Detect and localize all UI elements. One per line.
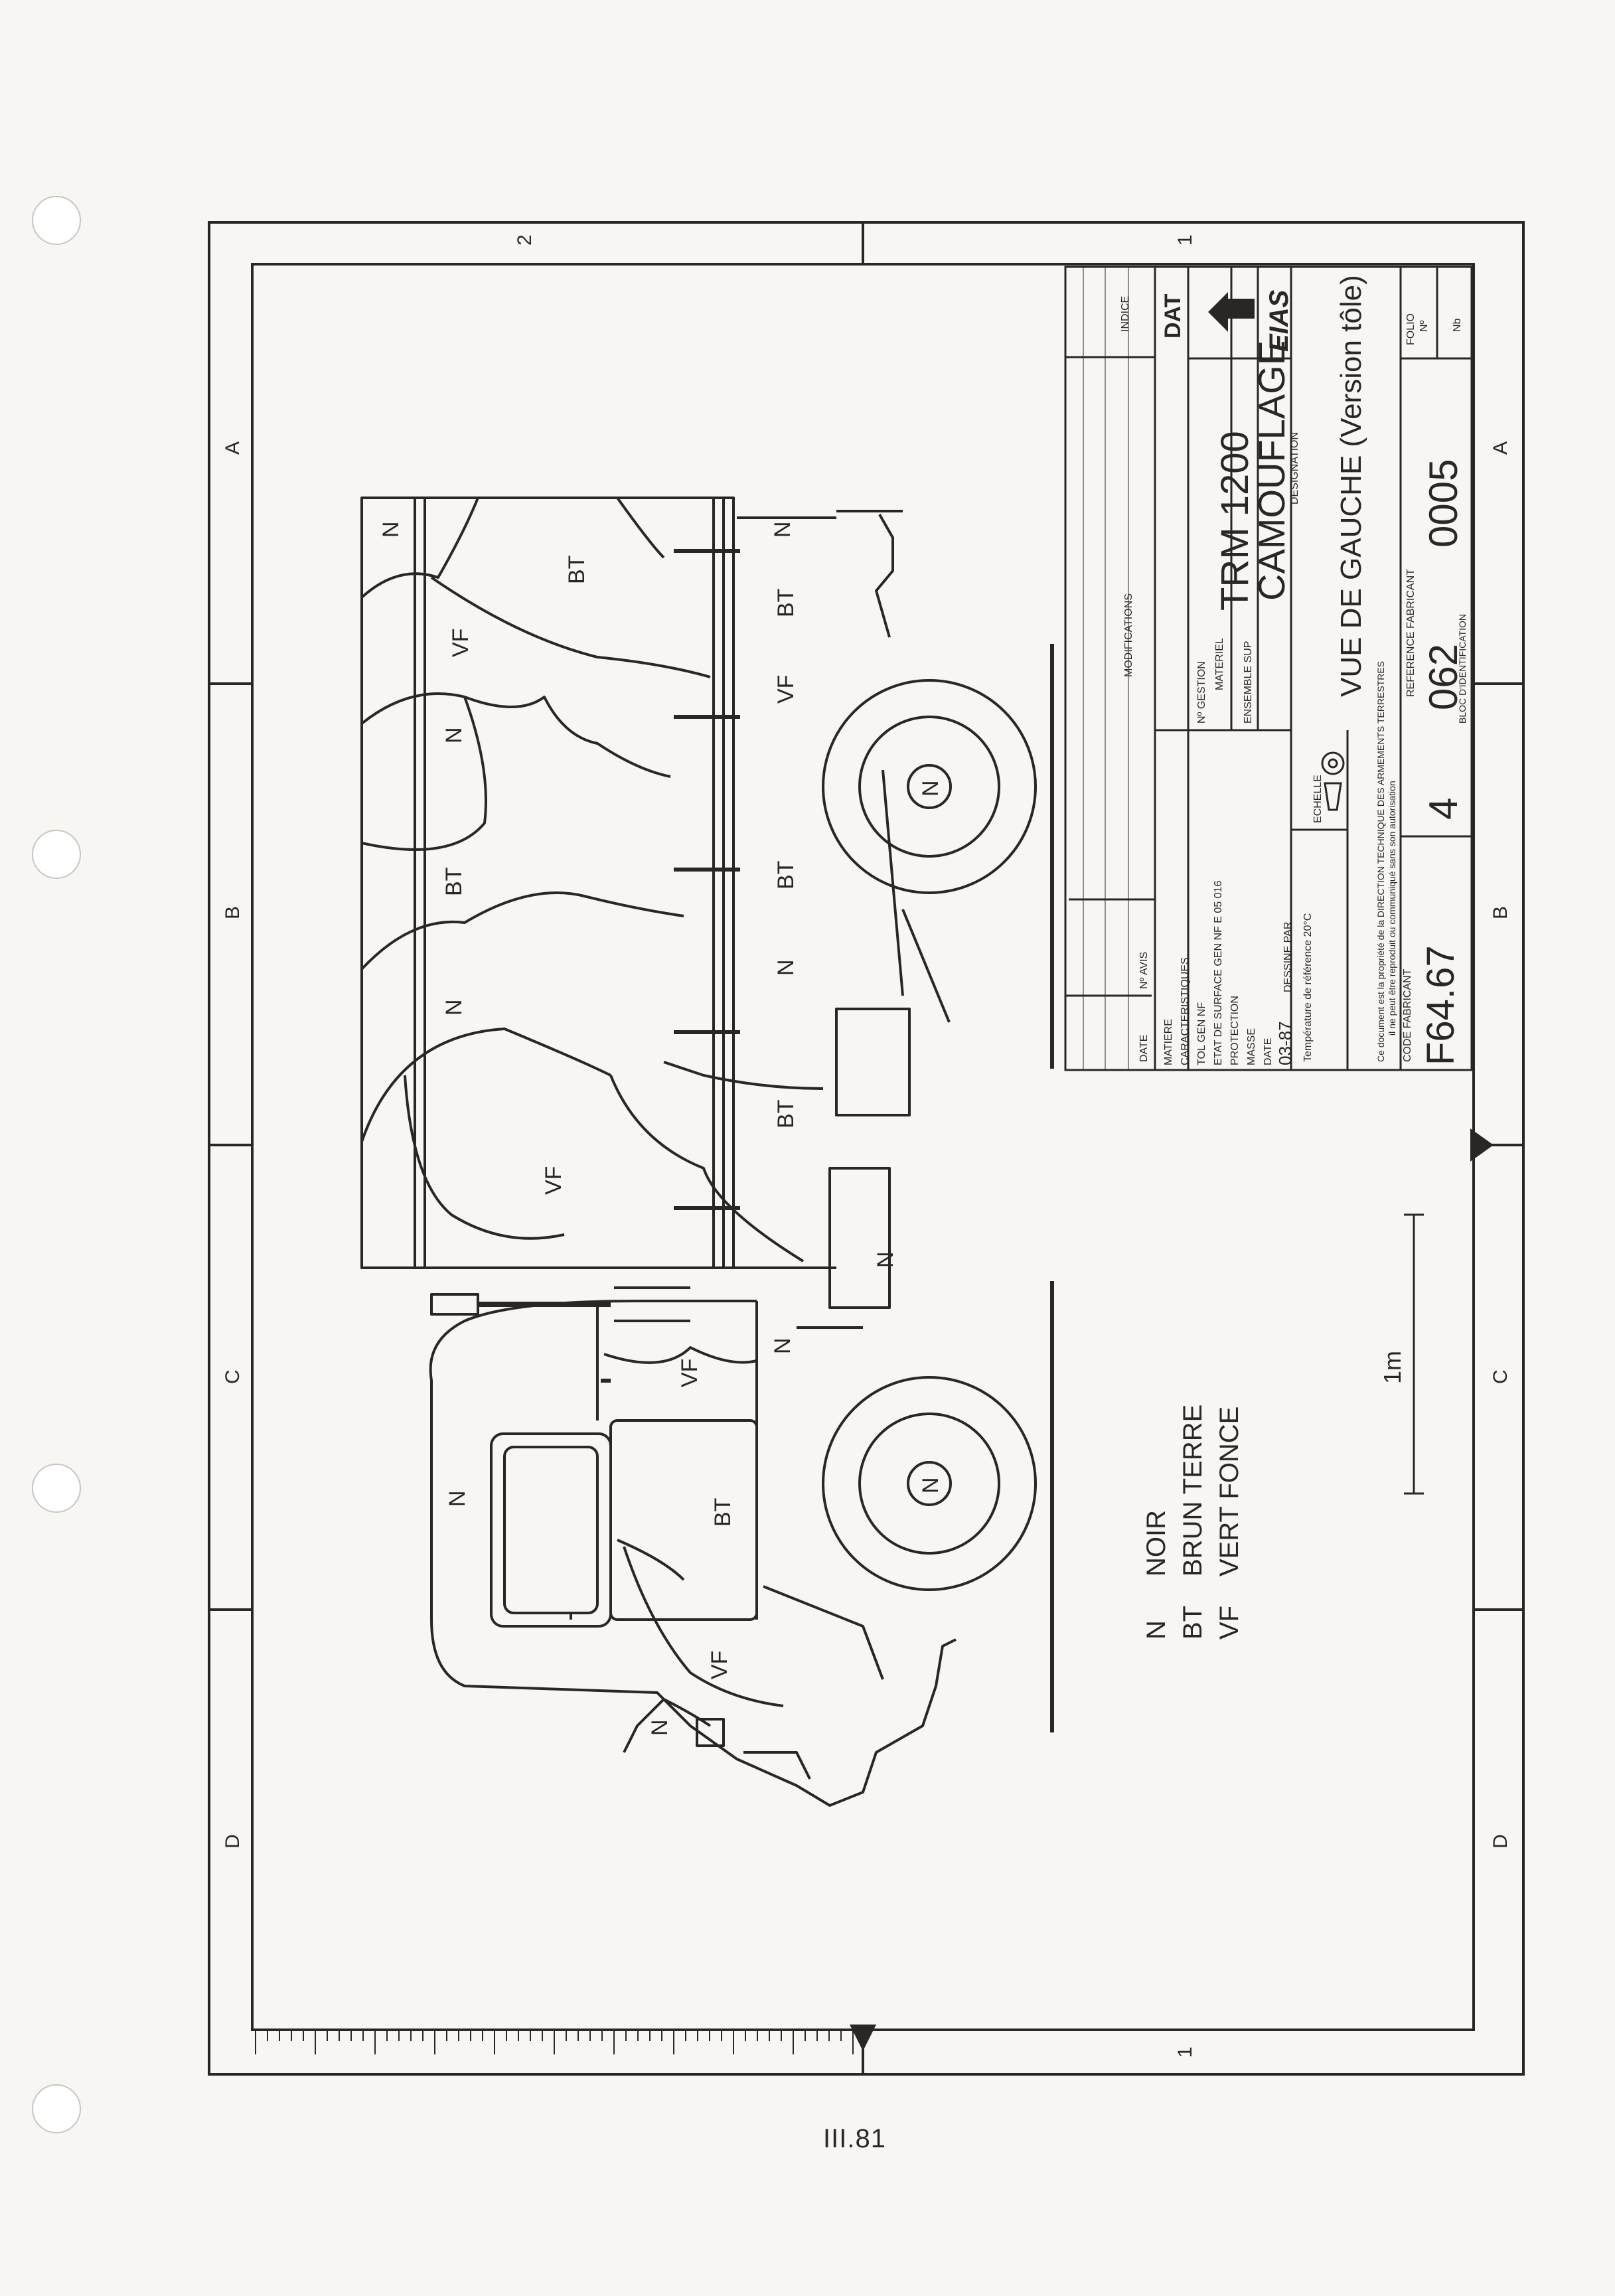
legend: N BT VF NOIR BRUN TERRE VERT FONCE: [1142, 1405, 1244, 1640]
outer-frame: [208, 221, 1525, 2076]
dat-emblem-icon: [1188, 292, 1255, 332]
code-fabricant-label: CODE FABRICANT: [1402, 968, 1413, 1062]
side-letter-b-left: B: [222, 906, 244, 919]
modifications-label: MODIFICATIONS: [1123, 593, 1134, 677]
zone-label-n: N: [647, 1719, 672, 1736]
etat-label: ETAT DE SURFACE GEN NF E 05 016: [1213, 881, 1224, 1065]
scale-bar-label: 1m: [1379, 1351, 1406, 1384]
caracteristiques-label: CARACTERISTIQUES: [1180, 957, 1191, 1065]
top-number-1: 1: [1174, 234, 1196, 246]
designation-label: DESIGNATION: [1289, 432, 1300, 504]
reference-part-3: 0005: [1421, 459, 1466, 548]
title-block: [1064, 266, 1473, 1071]
dat-logo: DAT: [1160, 293, 1186, 339]
ruler: [255, 2030, 854, 2054]
zone-label-bt: BT: [773, 1100, 799, 1128]
side-letter-d-left: D: [222, 1834, 244, 1849]
bottom-number-1: 1: [1174, 2046, 1196, 2058]
eias-logo: EIAS: [1265, 289, 1294, 352]
zone-label-n: N: [445, 1490, 470, 1507]
zone-label-n: N: [770, 521, 795, 538]
binder-hole: [32, 1464, 81, 1513]
binder-hole: [32, 196, 81, 245]
zone-label-bt: BT: [441, 868, 467, 896]
wheel-label-n: N: [918, 780, 943, 797]
side-letter-b-right: B: [1490, 906, 1511, 919]
zone-label-bt: BT: [564, 556, 589, 584]
truck-outline: [360, 497, 1054, 1807]
legend-name: NOIR: [1142, 1510, 1171, 1576]
protection-label: PROTECTION: [1229, 996, 1241, 1065]
date-col-label: DATE: [1138, 1035, 1150, 1062]
reference-part-2: 062: [1421, 644, 1466, 710]
zone-label-vf: VF: [707, 1651, 732, 1679]
masse-label: MASSE: [1246, 1028, 1257, 1065]
legend-name: BRUN TERRE: [1178, 1405, 1207, 1576]
center-marker-bottom: [850, 2025, 876, 2051]
avis-col-label: Nº AVIS: [1138, 952, 1150, 989]
zone-label-bt: BT: [710, 1498, 735, 1527]
echelle-label: ECHELLE: [1312, 775, 1324, 823]
gestion-label: Nº GESTION: [1196, 661, 1207, 724]
reference-part-1: 4: [1421, 798, 1466, 820]
binder-hole: [32, 2084, 81, 2133]
dessine-label: DESSINE PAR: [1282, 922, 1294, 992]
binder-hole: [32, 830, 81, 879]
zone-label-vf: VF: [541, 1166, 566, 1195]
date-label: DATE: [1263, 1038, 1274, 1065]
camouflage-value: CAMOUFLAGE: [1251, 341, 1292, 601]
folio-label: FOLIO: [1405, 313, 1417, 345]
materiel-label: MATERIEL: [1214, 638, 1225, 690]
side-letter-a-right: A: [1490, 441, 1511, 455]
property-notice-2: il ne peut être reproduit ou communiqué …: [1387, 781, 1397, 1035]
projection-symbol-icon: [1321, 751, 1345, 811]
zone-label-n: N: [770, 1338, 795, 1354]
zone-label-vf: VF: [448, 629, 473, 657]
top-number-2: 2: [514, 234, 536, 246]
scale-bar: [1404, 1213, 1424, 1495]
side-letter-a-left: A: [222, 441, 244, 455]
legend-name: VERT FONCE: [1215, 1407, 1244, 1576]
matiere-label: MATIERE: [1163, 1019, 1174, 1065]
reference-label: REFERENCE FABRICANT: [1405, 569, 1417, 697]
wheel-label-n: N: [918, 1477, 943, 1493]
zone-label-n: N: [441, 999, 467, 1016]
zone-label-n: N: [773, 959, 799, 976]
date-value: 03-87: [1275, 1022, 1295, 1066]
zone-label-n: N: [378, 521, 404, 538]
center-marker-right: [1470, 1128, 1494, 1162]
zone-label-bt: BT: [773, 589, 799, 617]
side-letter-c-right: C: [1490, 1369, 1511, 1384]
materiel-value: TRM 1200: [1213, 431, 1257, 611]
property-notice: Ce document est la propriété de la DIREC…: [1375, 661, 1386, 1062]
indice-label: INDICE: [1120, 296, 1131, 332]
zone-label-n: N: [441, 727, 467, 743]
no-label: Nº: [1419, 320, 1430, 332]
side-letter-c-left: C: [222, 1369, 244, 1384]
nb-label: Nb: [1452, 318, 1463, 332]
zone-label-bt: BT: [773, 861, 799, 889]
zone-label-n: N: [873, 1251, 898, 1268]
side-letter-d-right: D: [1490, 1834, 1511, 1849]
bloc-label: BLOC D'IDENTIFICATION: [1457, 614, 1468, 724]
legend-code: BT: [1178, 1606, 1207, 1640]
tol-label: TOL GEN NF: [1196, 1002, 1207, 1065]
designation-value: VUE DE GAUCHE (Version tôle): [1335, 275, 1367, 697]
temperature-note: Température de référence 20°C: [1302, 913, 1314, 1062]
legend-code: VF: [1215, 1606, 1244, 1640]
ensemble-label: ENSEMBLE SUP: [1243, 641, 1254, 724]
zone-label-vf: VF: [773, 675, 799, 704]
page-number: III.81: [823, 2124, 886, 2153]
zone-label-vf: VF: [677, 1359, 702, 1387]
code-fabricant-value: F64.67: [1419, 945, 1462, 1065]
legend-code: N: [1142, 1620, 1171, 1640]
